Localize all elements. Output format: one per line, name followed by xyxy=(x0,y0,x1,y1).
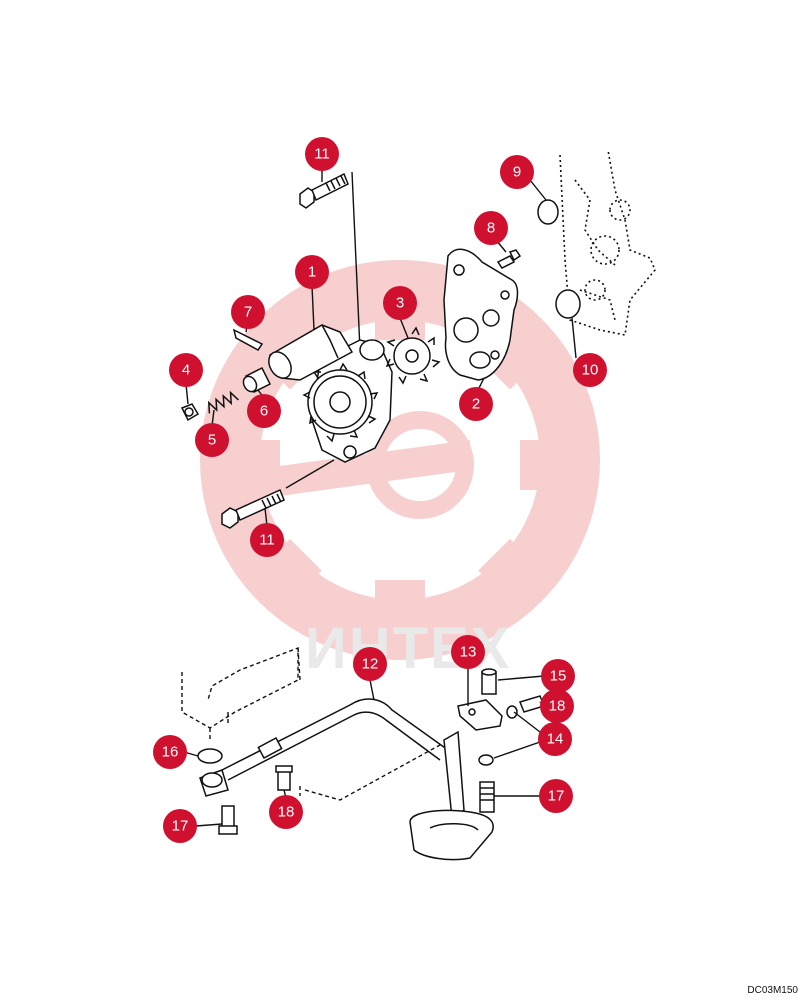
callout-2: 2 xyxy=(459,387,493,421)
callout-18-left: 18 xyxy=(269,795,303,829)
svg-text:2: 2 xyxy=(472,396,480,413)
bolt-left xyxy=(218,805,238,835)
callout-17-left: 17 xyxy=(163,809,197,843)
callout-12: 12 xyxy=(353,647,387,681)
callout-8: 8 xyxy=(474,211,508,245)
svg-text:17: 17 xyxy=(548,788,565,805)
svg-text:9: 9 xyxy=(513,164,521,181)
crankcase-outline xyxy=(181,646,441,801)
oil-strainer xyxy=(409,730,494,861)
washer-lower xyxy=(478,754,494,766)
svg-text:6: 6 xyxy=(260,403,268,420)
center-line xyxy=(351,171,361,351)
svg-text:14: 14 xyxy=(547,731,564,748)
svg-text:18: 18 xyxy=(278,804,295,821)
bolt-bottom xyxy=(221,459,335,529)
callout-10: 10 xyxy=(573,353,607,387)
callout-5: 5 xyxy=(195,423,229,457)
o-ring-lower xyxy=(555,289,581,319)
drawing-code: DC03M150 xyxy=(747,985,798,996)
relief-valve-plunger xyxy=(242,366,272,394)
svg-text:17: 17 xyxy=(172,818,189,835)
oil-strainer-pipe xyxy=(221,698,449,781)
svg-text:11: 11 xyxy=(259,532,275,549)
plug xyxy=(180,403,200,422)
screw xyxy=(496,249,522,269)
callout-17-right: 17 xyxy=(539,779,573,813)
callout-3: 3 xyxy=(383,286,417,320)
callout-14: 14 xyxy=(538,722,572,756)
callout-6: 6 xyxy=(247,394,281,428)
callout-1: 1 xyxy=(295,255,329,289)
svg-text:7: 7 xyxy=(244,304,252,321)
spacer xyxy=(481,668,497,695)
svg-text:3: 3 xyxy=(396,295,404,312)
callout-13: 13 xyxy=(451,635,485,669)
callout-7: 7 xyxy=(231,295,265,329)
svg-text:11: 11 xyxy=(314,146,330,163)
callout-16: 16 xyxy=(153,735,187,769)
o-ring-upper xyxy=(537,199,559,225)
svg-text:10: 10 xyxy=(582,362,599,379)
callout-9: 9 xyxy=(500,155,534,189)
washer-upper xyxy=(506,705,518,719)
spring xyxy=(207,390,239,414)
svg-text:12: 12 xyxy=(362,656,379,673)
callout-4: 4 xyxy=(169,353,203,387)
bolt-top xyxy=(299,172,349,209)
svg-text:5: 5 xyxy=(208,432,216,449)
drive-gear xyxy=(385,326,441,385)
svg-text:1: 1 xyxy=(308,264,316,281)
svg-text:18: 18 xyxy=(549,698,566,715)
callout-11-top: 11 xyxy=(305,137,339,171)
cotter-pin xyxy=(232,328,264,351)
bolt-right xyxy=(479,781,495,813)
relief-valve-housing xyxy=(268,324,354,381)
bracket xyxy=(457,699,503,731)
pump-body xyxy=(302,339,393,463)
svg-text:16: 16 xyxy=(162,744,179,761)
svg-text:4: 4 xyxy=(182,362,190,379)
bolt-lower-left xyxy=(275,765,293,791)
svg-text:8: 8 xyxy=(487,220,495,237)
svg-text:15: 15 xyxy=(550,668,567,685)
svg-text:13: 13 xyxy=(460,644,477,661)
callout-11-bottom: 11 xyxy=(250,523,284,557)
pipe-flange xyxy=(197,748,229,797)
callout-18-right: 18 xyxy=(540,689,574,723)
callout-15: 15 xyxy=(541,659,575,693)
pump-cover-plate xyxy=(443,248,519,381)
